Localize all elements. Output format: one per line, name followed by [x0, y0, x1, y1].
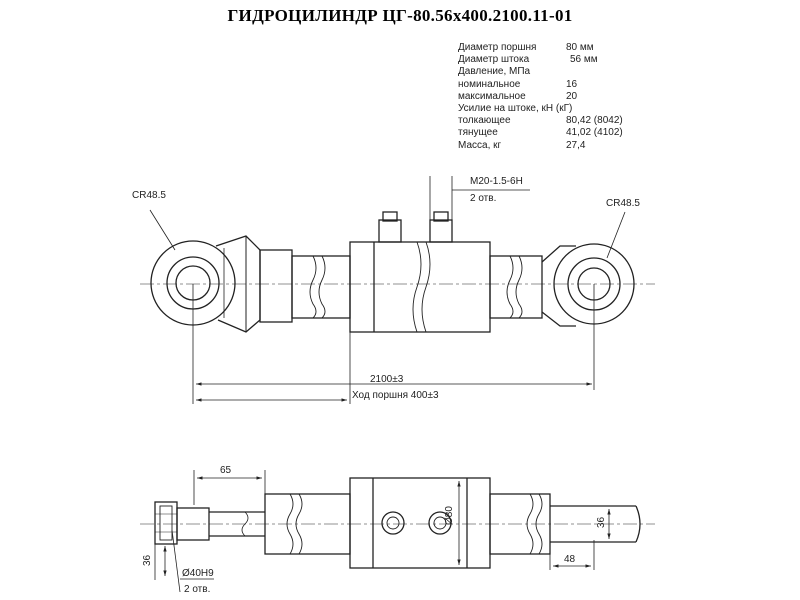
port-thread-label: M20-1.5-6H: [470, 176, 523, 187]
dim-80-label: Ø80: [444, 506, 455, 525]
stroke-label: Ход поршня 400±3: [352, 390, 439, 401]
left-rod-end: [154, 501, 265, 545]
spec-value: 41,02 (4102): [566, 127, 623, 139]
dim-36-left-label: 36: [142, 554, 153, 566]
left-neck: [259, 249, 351, 323]
hydraulic-ports: [378, 211, 453, 243]
spec-label: номинальное: [458, 78, 521, 90]
dim-65-label: 65: [220, 465, 232, 476]
barrel-bottom: [349, 477, 491, 569]
top-view-dimensions: [149, 176, 626, 404]
bore-count-label: 2 отв.: [184, 584, 210, 595]
spec-label: Усилие на штоке, кН (кГ): [458, 102, 573, 114]
spec-label: Масса, кг: [458, 139, 502, 151]
dim-36-right-label: 36: [596, 516, 607, 528]
top-view: [140, 211, 655, 333]
radius-label-left: СR48.5: [132, 190, 166, 201]
bottom-view: [140, 477, 655, 569]
bore-label: Ø40Н9: [182, 568, 214, 579]
radius-label-right: СR48.5: [606, 198, 640, 209]
right-rod-eye: [541, 243, 635, 327]
total-length-label: 2100±3: [370, 374, 404, 385]
spec-value: 80 мм: [566, 42, 594, 53]
right-neck: [489, 255, 543, 319]
port-count-label: 2 отв.: [470, 193, 496, 204]
spec-value: 20: [566, 90, 578, 102]
spec-label: максимальное: [458, 90, 526, 102]
spec-label: Диаметр штока: [458, 54, 530, 66]
spec-value: 56 мм: [570, 54, 598, 66]
cylinder-barrel: [349, 241, 491, 333]
drawing-title: ГИДРОЦИЛИНДР ЦГ-80.56х400.2100.11-01: [227, 6, 573, 25]
spec-label: Диаметр поршня: [458, 42, 537, 53]
spec-value: 27,4: [566, 139, 586, 151]
spec-label: толкающее: [458, 115, 511, 127]
spec-value: 16: [566, 78, 578, 90]
bottom-view-dimensions: [154, 470, 611, 593]
spec-label: тянущее: [458, 127, 498, 139]
spec-label: Давление, МПа: [458, 66, 531, 78]
spec-value: 80,42 (8042): [566, 115, 623, 127]
dim-48-label: 48: [564, 554, 576, 565]
